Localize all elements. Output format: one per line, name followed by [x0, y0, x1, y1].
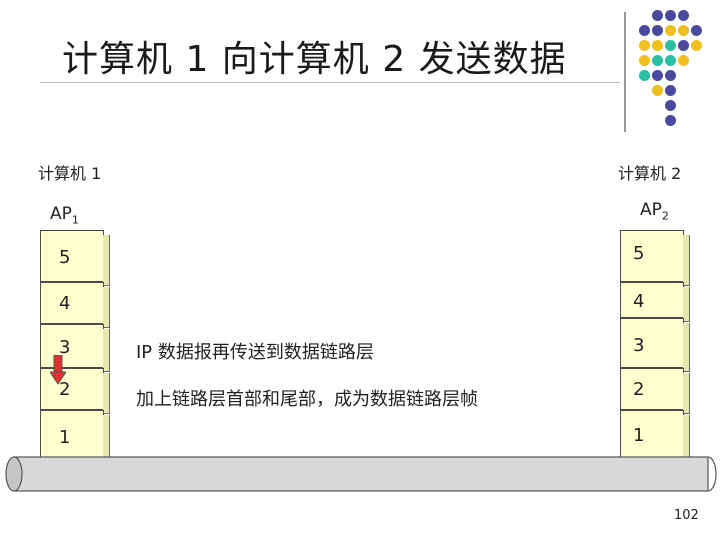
page-number: 102 — [674, 508, 699, 523]
left-layer-2: 2 — [40, 368, 110, 414]
decor-dot — [678, 10, 689, 21]
ap1-label: AP1 — [50, 204, 79, 227]
decor-dot — [665, 85, 676, 96]
decor-dot — [652, 10, 663, 21]
right-layer-1-label: 1 — [633, 425, 645, 446]
decor-dot — [639, 25, 650, 36]
network-cable — [5, 456, 717, 492]
decor-dot — [678, 40, 689, 51]
right-layer-2: 2 — [620, 368, 690, 414]
page-title: 计算机 1 向计算机 2 发送数据 — [62, 39, 567, 80]
note-layer2: 加上链路层首部和尾部，成为数据链路层帧 — [136, 389, 478, 410]
left-layer-4-label: 4 — [59, 293, 71, 314]
right-layer-5-label: 5 — [633, 243, 645, 264]
computer1-label: 计算机 1 — [38, 164, 102, 183]
decor-dot — [691, 40, 702, 51]
title-underline — [40, 82, 620, 83]
right-layer-4-label: 4 — [633, 291, 645, 312]
right-layer-3-label: 3 — [633, 335, 645, 356]
right-layer-5: 5 — [620, 230, 690, 286]
decor-dot — [652, 85, 663, 96]
decor-vertical-line — [624, 12, 626, 132]
decor-dot — [665, 100, 676, 111]
decor-dot — [639, 70, 650, 81]
decor-dot — [652, 25, 663, 36]
decor-dot — [665, 115, 676, 126]
decor-dot — [639, 40, 650, 51]
decor-dot — [665, 25, 676, 36]
decor-dot — [652, 55, 663, 66]
right-layer-2-label: 2 — [633, 379, 645, 400]
right-layer-3: 3 — [620, 318, 690, 372]
decor-dot — [652, 40, 663, 51]
decor-dot — [665, 10, 676, 21]
ap2-label: AP2 — [640, 200, 669, 223]
decor-dot — [652, 70, 663, 81]
left-layer-3-label: 3 — [59, 337, 71, 358]
decor-dot — [665, 70, 676, 81]
down-arrow-icon — [50, 355, 66, 385]
decor-dot — [691, 25, 702, 36]
note-layer3: IP 数据报再传送到数据链路层 — [136, 342, 374, 363]
left-layer-1: 1 — [40, 410, 110, 464]
computer2-label: 计算机 2 — [618, 164, 682, 183]
right-layer-4: 4 — [620, 282, 690, 322]
left-layer-3: 3 — [40, 324, 110, 372]
decor-dot — [665, 40, 676, 51]
left-layer-5: 5 — [40, 230, 110, 286]
decor-dot — [639, 55, 650, 66]
left-layer-1-label: 1 — [59, 427, 71, 448]
left-layer-5-label: 5 — [59, 247, 71, 268]
decor-dot — [678, 55, 689, 66]
left-layer-2-label: 2 — [59, 379, 71, 400]
decor-dot — [665, 55, 676, 66]
left-layer-4: 4 — [40, 282, 110, 328]
decor-dot — [678, 25, 689, 36]
